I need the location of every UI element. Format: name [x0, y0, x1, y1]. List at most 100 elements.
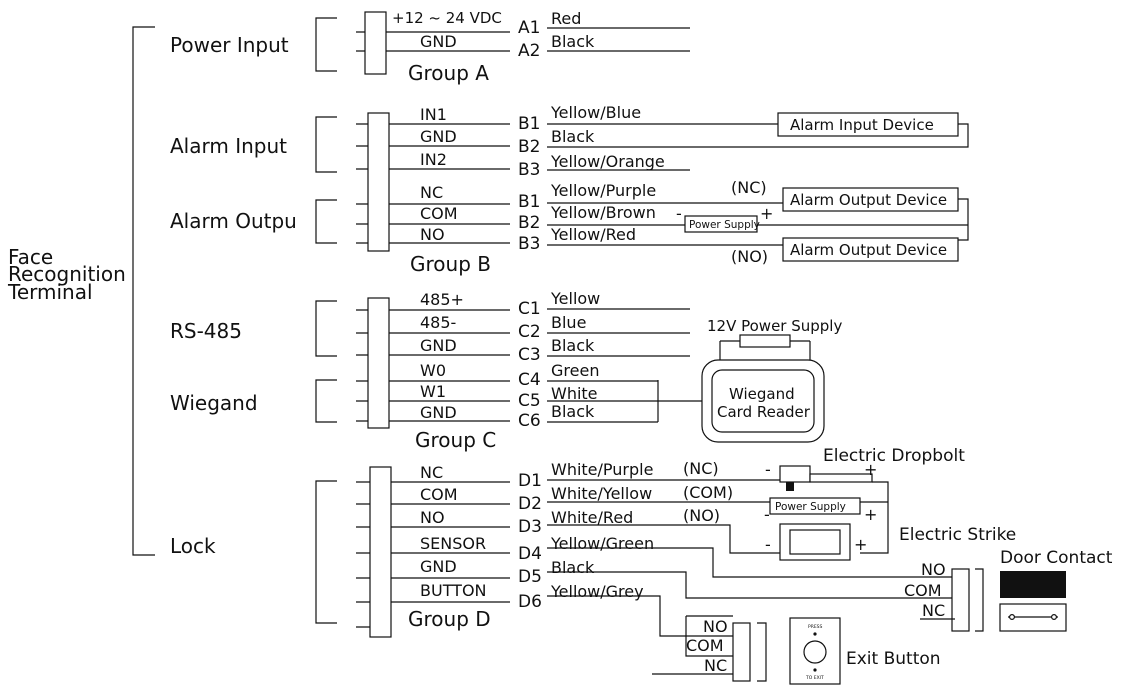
- lock-supply-plus: +: [864, 505, 877, 524]
- wire-a1: Red: [551, 9, 581, 28]
- wire-b2o: Yellow/Brown: [550, 203, 656, 222]
- terminal-c4: C4: [518, 370, 541, 390]
- pin-d-gnd: GND: [420, 557, 457, 576]
- wire-b3o: Yellow/Red: [550, 225, 636, 244]
- dropbolt-plate: [809, 473, 873, 483]
- dropbolt-plus: +: [864, 460, 877, 479]
- exit-button-nc: NC: [704, 656, 727, 675]
- lock-power-supply-label: Power Supply: [775, 501, 846, 513]
- dropbolt-bolt: [786, 482, 794, 491]
- alarm-output-device-1-label: Alarm Output Device: [790, 191, 947, 209]
- wiegand-reader-inner: [711, 369, 815, 433]
- door-contact-com: COM: [904, 581, 942, 600]
- pin-no: NO: [420, 225, 445, 244]
- door-contact-no: NO: [921, 560, 946, 579]
- pin-485p: 485+: [420, 290, 464, 309]
- alarm-output-device-2-box: [782, 237, 959, 262]
- terminal-d5: D5: [518, 567, 542, 587]
- power-supply-small-label: Power Supply: [689, 219, 760, 231]
- wire-d1: White/Purple: [551, 460, 653, 479]
- wire-d6: Yellow/Grey: [550, 582, 644, 601]
- wire-d2: White/Yellow: [551, 484, 652, 503]
- terminal-b1: B1: [518, 114, 540, 134]
- alarm-input-device-label: Alarm Input Device: [790, 116, 934, 134]
- strike-plus: +: [854, 535, 867, 554]
- terminal-c1: C1: [518, 299, 541, 319]
- wire-a2: Black: [551, 32, 595, 51]
- terminal-b3: B3: [518, 160, 540, 180]
- exit-button-circle: [803, 640, 827, 664]
- wire-c5: White: [551, 384, 598, 403]
- pin-button: BUTTON: [420, 581, 487, 600]
- wire-d4: Yellow/Green: [550, 534, 654, 553]
- terminal-a2: A2: [518, 41, 540, 61]
- terminal-bracket: [132, 26, 155, 556]
- no-marker: (NO): [731, 247, 768, 266]
- lock-bracket: [315, 480, 337, 624]
- group-c-label: Group C: [415, 428, 496, 452]
- pin-c-gnd: GND: [420, 336, 457, 355]
- terminal-label-line1: Face: [8, 245, 53, 269]
- group-c-connector: [367, 297, 390, 429]
- group-d-label: Group D: [408, 607, 491, 631]
- dropbolt-minus: -: [765, 460, 771, 479]
- alarm-input-bracket: [315, 116, 337, 173]
- strike-inner: [789, 529, 841, 555]
- terminal-label-line2: Recognition: [8, 262, 126, 286]
- pin-power: +12 ~ 24 VDC: [392, 9, 502, 27]
- section-power-input: Power Input: [170, 33, 289, 57]
- section-lock: Lock: [170, 534, 216, 558]
- wire-c4: Green: [551, 361, 599, 380]
- power-12v-label: 12V Power Supply: [707, 317, 842, 335]
- power-supply-small-box: [684, 215, 758, 233]
- lock-nc-marker: (NC): [683, 459, 719, 478]
- wiegand-bracket: [315, 379, 337, 423]
- wire-d5: Black: [551, 558, 595, 577]
- terminal-d4: D4: [518, 544, 542, 564]
- group-a-bracket: [315, 17, 337, 72]
- section-wiegand: Wiegand: [170, 391, 258, 415]
- nc-marker: (NC): [731, 178, 767, 197]
- pin-b-gnd: GND: [420, 127, 457, 146]
- terminal-c2: C2: [518, 322, 541, 342]
- terminal-d3: D3: [518, 517, 542, 537]
- pin-d-no: NO: [420, 508, 445, 527]
- wiegand-reader-label-2: Card Reader: [717, 403, 811, 421]
- power-12v-box: [739, 334, 791, 348]
- terminal-c5: C5: [518, 391, 541, 411]
- wire-b3: Yellow/Orange: [550, 152, 665, 171]
- terminal-d2: D2: [518, 494, 542, 514]
- alarm-output-device-1-box: [782, 187, 959, 212]
- group-a-connector: [364, 11, 387, 75]
- electric-dropbolt-label: Electric Dropbolt: [823, 446, 965, 466]
- door-contact-magnet: [1000, 571, 1066, 598]
- group-b-label: Group B: [410, 252, 491, 276]
- wire-b1: Yellow/Blue: [550, 103, 641, 122]
- door-contact-nc: NC: [922, 601, 945, 620]
- group-d-connector: [369, 466, 392, 638]
- wire-c2: Blue: [551, 313, 586, 332]
- terminal-c3: C3: [518, 345, 541, 365]
- alarm-output-bracket: [315, 199, 337, 244]
- group-b-connector: [367, 112, 390, 252]
- pin-sensor: SENSOR: [420, 534, 486, 553]
- wire-d3: White/Red: [551, 508, 633, 527]
- lock-power-supply-box: [769, 497, 861, 515]
- terminal-a1: A1: [518, 18, 540, 38]
- power-supply-plus: +: [760, 204, 773, 223]
- section-rs485: RS-485: [170, 319, 242, 343]
- electric-strike-label: Electric Strike: [899, 525, 1016, 545]
- wire-b1o: Yellow/Purple: [550, 181, 656, 200]
- terminal-d1: D1: [518, 471, 542, 491]
- terminal-c6: C6: [518, 411, 541, 431]
- wire-b2: Black: [551, 127, 595, 146]
- power-supply-minus: -: [676, 204, 682, 223]
- alarm-input-device-box: [777, 112, 959, 137]
- rs485-bracket: [315, 300, 337, 357]
- strike-minus: -: [765, 535, 771, 554]
- door-contact-connector: [951, 568, 970, 632]
- exit-button-label: Exit Button: [846, 649, 941, 669]
- section-alarm-input: Alarm Input: [170, 134, 287, 158]
- terminal-b2: B2: [518, 137, 540, 157]
